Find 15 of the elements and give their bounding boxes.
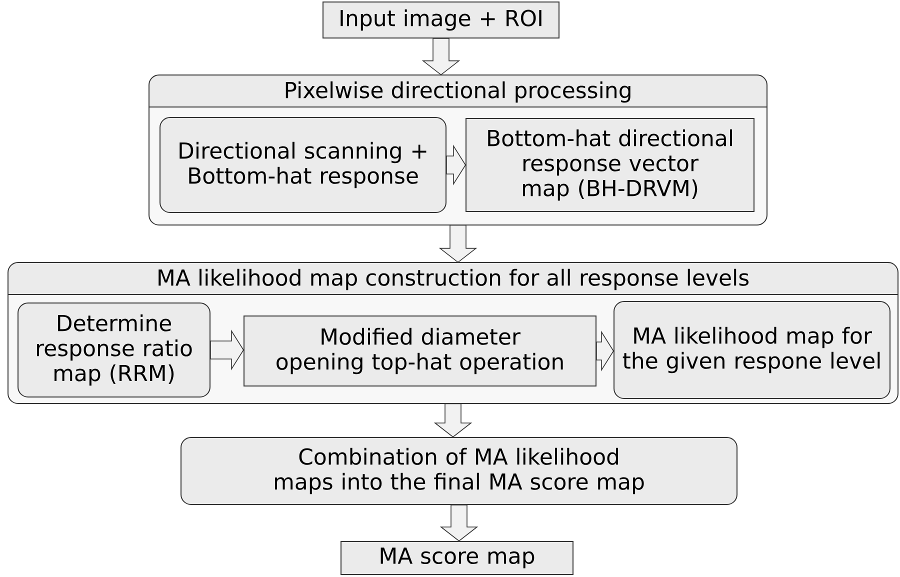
block-arrow (440, 504, 478, 542)
rounded-process-box: MA likelihood map for the given respone level (614, 301, 890, 399)
process-box: Input image + ROI (322, 2, 560, 38)
block-arrow (438, 224, 478, 263)
process-box: Bottom-hat directional response vector map (BH-DRVM) (466, 118, 754, 212)
rounded-process-box: Determine response ratio map (RRM) (18, 302, 210, 398)
block-arrow (596, 330, 614, 372)
block-arrow (434, 403, 472, 438)
block-arrow (422, 38, 460, 76)
rounded-process-box: Directional scanning + Bottom-hat response (160, 117, 446, 213)
block-arrow (446, 144, 466, 186)
rounded-process-box: Combination of MA likelihood maps into the final MA score map (180, 437, 738, 505)
process-box: MA score map (340, 541, 574, 575)
block-arrow (210, 330, 244, 370)
process-box: Modified diameter opening top-hat operation (244, 316, 596, 386)
